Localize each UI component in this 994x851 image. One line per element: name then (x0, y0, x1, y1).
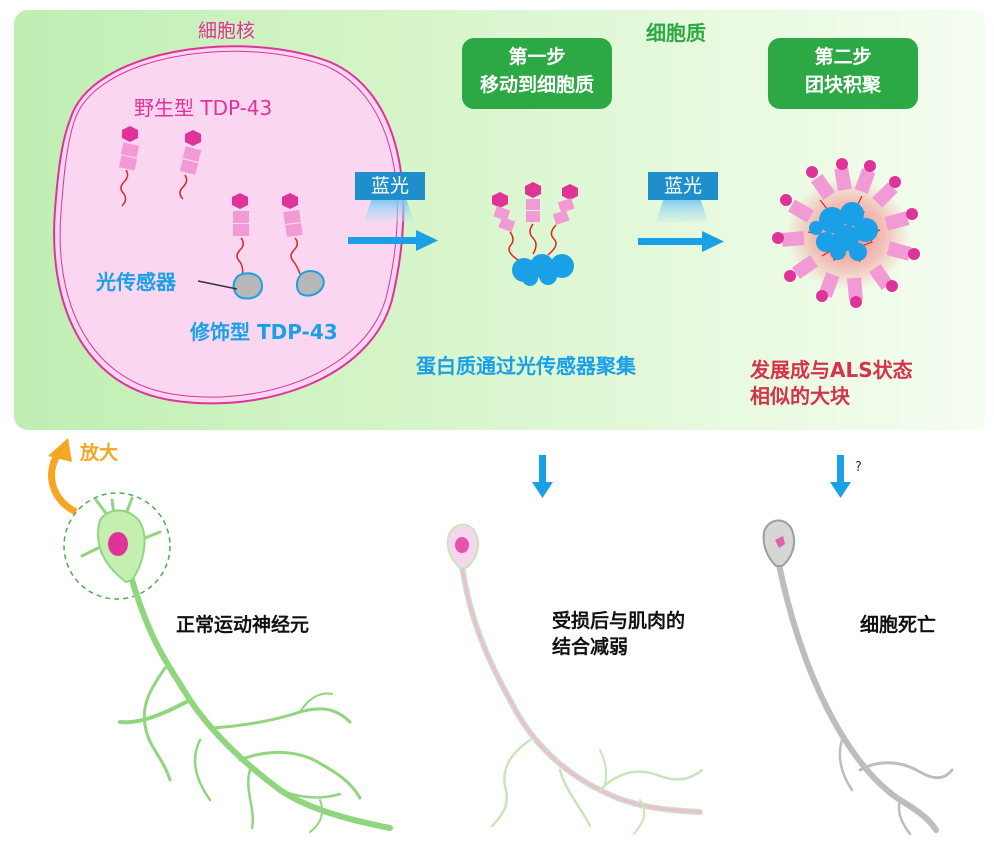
step2-caption-line2: 相似的大块 (750, 384, 850, 408)
step1-subtitle: 移动到细胞质 (479, 74, 594, 96)
step1-caption: 蛋白质通过光传感器聚集 (416, 354, 636, 378)
step2-title: 第二步 (814, 46, 872, 68)
question-mark: ? (855, 460, 862, 475)
nucleus (53, 45, 405, 405)
wild-type-molecule (179, 130, 202, 200)
modified-molecule (282, 193, 325, 297)
modified-molecule (232, 193, 264, 300)
step2-caption-line1: 发展成与ALS状态 (750, 358, 913, 382)
blue-light-label-1: 蓝光 (355, 172, 425, 200)
neuron-damaged (446, 523, 704, 835)
step1-badge: 第一步 移动到细胞质 (462, 38, 612, 109)
photosensor-pointer (197, 280, 238, 290)
step1-cluster (492, 182, 578, 286)
cytoplasm-title: 细胞质 (646, 21, 706, 45)
down-arrow (830, 455, 851, 498)
wild-type-molecule (118, 126, 140, 207)
neuron-normal-label: 正常运动神经元 (176, 614, 310, 636)
neuron-damaged-label: 受损后与肌肉的 (552, 610, 686, 632)
step2-subtitle: 团块积聚 (804, 74, 881, 96)
zoom-label: 放大 (80, 442, 119, 464)
zoom-arrow (48, 438, 78, 516)
photosensor-label: 光传感器 (96, 270, 176, 294)
blue-light-label-2: 蓝光 (648, 172, 718, 200)
neuron-dead-label: 细胞死亡 (860, 614, 937, 636)
step2-aggregate (772, 158, 920, 308)
neuron-damaged-label-2: 结合减弱 (552, 636, 629, 658)
neuron-normal (63, 492, 393, 833)
step2-badge: 第二步 团块积聚 (768, 38, 918, 109)
modified-label: 修饰型 TDP-43 (190, 320, 338, 344)
nucleus-title: 細胞核 (198, 20, 256, 42)
down-arrow (532, 455, 553, 498)
step1-title: 第一步 (508, 46, 566, 68)
wild-type-label: 野生型 TDP-43 (134, 96, 273, 120)
neuron-dead (762, 519, 954, 836)
